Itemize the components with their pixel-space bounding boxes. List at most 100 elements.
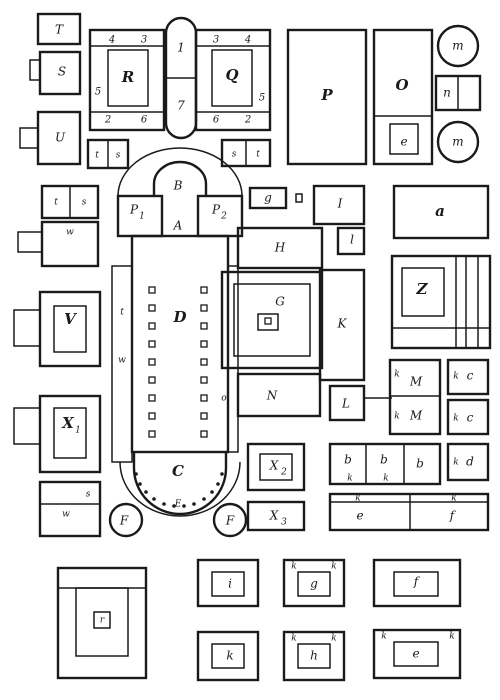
label-i: i	[228, 577, 232, 591]
nave-piers	[148, 286, 208, 438]
label-s-lower: s	[86, 490, 91, 500]
label-F-2: F	[225, 514, 235, 528]
label-m-1: m	[452, 39, 463, 53]
label-t-top-2: t	[256, 150, 260, 160]
label-m-2: m	[452, 135, 463, 149]
buildings-b: b b b k k	[328, 442, 442, 486]
label-E: E	[174, 500, 182, 510]
label-r: r	[100, 616, 105, 626]
label-R: R	[121, 68, 134, 86]
label-C: C	[172, 462, 184, 480]
label-T: T	[55, 23, 64, 37]
small-houses-row: t s s t	[86, 138, 272, 170]
label-n: n	[443, 86, 451, 100]
building-K: K	[318, 268, 366, 382]
building-l: l	[336, 226, 366, 256]
label-Q: Q	[225, 66, 238, 84]
label-X3: X	[269, 509, 279, 523]
label-k-ha: k	[291, 634, 296, 644]
label-f-2: f	[449, 509, 457, 523]
building-e-f: k k e f	[328, 492, 490, 532]
label-t-left: t	[54, 198, 58, 208]
label-k2: k	[226, 649, 233, 663]
label-g2: g	[310, 577, 318, 591]
building-L: L	[328, 384, 392, 422]
building-s-lower: s w	[38, 480, 102, 538]
building-k2: k	[196, 630, 260, 682]
label-Q-5: 5	[259, 93, 265, 104]
label-P2: P	[211, 203, 221, 217]
label-k-d: k	[453, 458, 458, 468]
building-r: r	[56, 566, 148, 680]
label-a: a	[435, 202, 445, 220]
building-i: i	[196, 558, 260, 608]
label-V: V	[64, 310, 77, 328]
label-b-3: b	[416, 457, 424, 471]
church: B A P 1 P 2 D C E t w o	[111, 147, 244, 517]
label-k-ef2: k	[451, 494, 456, 504]
label-k-m1: k	[394, 370, 399, 380]
label-X2: X	[269, 459, 279, 473]
label-F-1: F	[119, 514, 129, 528]
label-D: D	[172, 308, 186, 326]
towers-F: F F	[108, 502, 248, 538]
label-R-4: 4	[108, 35, 115, 46]
label-k-e2a: k	[381, 632, 386, 642]
label-P1: P	[129, 203, 139, 217]
label-P: P	[320, 86, 333, 104]
label-o-church: o	[221, 394, 227, 404]
building-U: U	[19, 110, 82, 166]
label-k-b1: k	[347, 474, 352, 484]
label-X1-sub: 1	[75, 426, 81, 436]
building-V: V	[13, 290, 102, 368]
building-g: g	[248, 186, 288, 210]
label-U: U	[55, 131, 66, 145]
paradise-colonnade	[134, 472, 224, 508]
label-L: L	[341, 397, 350, 411]
label-g: g	[264, 191, 272, 205]
label-X1: X	[61, 414, 75, 432]
label-s-left: s	[82, 198, 87, 208]
label-R-6: 6	[141, 115, 148, 126]
building-H: H	[236, 226, 324, 270]
label-G: G	[275, 295, 285, 309]
label-X2-sub: 2	[280, 468, 287, 478]
label-w-church: w	[118, 356, 126, 366]
label-k-c1: k	[453, 372, 458, 382]
building-ts-left: t s	[40, 184, 100, 220]
label-chapel-1: 1	[177, 41, 185, 55]
building-I: I	[295, 184, 366, 226]
chapel-1-7: 1 7	[164, 16, 198, 140]
label-R-2: 2	[104, 115, 111, 126]
label-S: S	[58, 65, 66, 79]
label-s-top-2: s	[232, 150, 237, 160]
label-w-lower: w	[62, 510, 70, 520]
building-X3: X 3	[246, 500, 306, 532]
label-chapel-7: 7	[177, 99, 185, 113]
building-X1: X 1	[13, 394, 102, 474]
label-c-2: c	[467, 411, 474, 425]
label-c-1: c	[467, 369, 474, 383]
label-I: I	[337, 197, 343, 211]
label-s-top: s	[116, 151, 121, 161]
label-k-m2: k	[394, 412, 399, 422]
label-Q-3: 3	[213, 35, 219, 46]
label-l: l	[350, 233, 354, 247]
cloister-G: G	[220, 270, 324, 370]
label-b-2: b	[380, 453, 388, 467]
label-k-c2: k	[453, 414, 458, 424]
label-Q-2: 2	[244, 115, 251, 126]
label-N: N	[266, 389, 278, 403]
label-X3-sub: 3	[281, 518, 287, 528]
label-R-5: 5	[95, 87, 101, 98]
building-Z: Z	[390, 254, 492, 350]
label-K: K	[337, 317, 348, 331]
label-b-1: b	[344, 453, 352, 467]
buildings-c-d: k c k c k d	[446, 358, 490, 482]
label-Z: Z	[416, 280, 429, 298]
building-X2: X 2	[246, 442, 306, 492]
building-T: T	[36, 12, 82, 46]
label-f: f	[413, 575, 421, 589]
label-e2: e	[412, 647, 419, 661]
label-R-3: 3	[141, 35, 147, 46]
